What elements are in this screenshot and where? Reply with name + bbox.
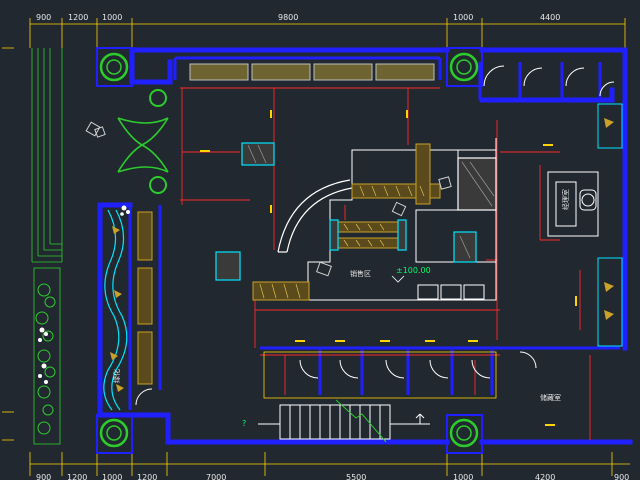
left-shrub-cluster (35, 283, 56, 435)
entrance-planters (149, 89, 167, 194)
curved-counter (277, 179, 353, 253)
storage-room-label: 储藏室 (540, 393, 561, 402)
level-mark: ±100.00 (396, 266, 431, 275)
bottom-dimension-chain (29, 452, 630, 476)
fitting-room-doors (135, 351, 537, 406)
column-planters (96, 47, 483, 454)
white-flowers-left-wall (120, 205, 130, 216)
top-dim-1: 900 (36, 13, 51, 22)
top-display-shelves (189, 63, 435, 81)
wavy-display-wall (103, 209, 128, 411)
seating-icons (85, 121, 452, 277)
right-cabinets (597, 103, 623, 347)
red-construction-lines (180, 87, 591, 440)
top-dim-4: 9800 (278, 13, 298, 22)
staircase (258, 404, 430, 440)
stair-break-line (335, 399, 387, 443)
bottom-dim-8: 4200 (535, 473, 555, 480)
left-planter-lines (31, 48, 63, 445)
interior-shelving (137, 143, 441, 385)
level-symbol (391, 275, 405, 283)
bottom-dim-4: 1200 (137, 473, 157, 480)
left-side-ticks (2, 47, 14, 441)
bottom-dim-3: 1000 (102, 473, 122, 480)
bottom-dim-9: 900 (614, 473, 629, 480)
top-dim-6: 4400 (540, 13, 560, 22)
top-dim-3: 1000 (102, 13, 122, 22)
entrance-door (117, 117, 169, 173)
bottom-dim-1: 900 (36, 473, 51, 480)
shelf-hatching (259, 185, 425, 299)
left-white-flowers (38, 327, 48, 384)
bottom-dim-2: 1200 (67, 473, 87, 480)
bottom-corridor (263, 351, 497, 399)
sales-area-label: 销售区 (350, 269, 371, 278)
office-desk (547, 171, 599, 237)
top-dim-5: 1000 (453, 13, 473, 22)
side-area-label: 绿化 (112, 369, 121, 383)
small-dimension-tags (200, 110, 577, 426)
bottom-dim-7: 1000 (453, 473, 473, 480)
office-label: 经理室 (561, 189, 570, 210)
right-cabinet-ornaments (604, 118, 614, 320)
bottom-dim-6: 5500 (346, 473, 366, 480)
top-dimension-chain (29, 18, 626, 48)
display-box-hatch (247, 144, 495, 259)
wavy-wall-ornaments (110, 226, 124, 392)
bottom-dim-5: 7000 (206, 473, 226, 480)
top-right-doors (483, 65, 615, 97)
question-mark-label: ? (242, 419, 246, 428)
top-dim-2: 1200 (68, 13, 88, 22)
